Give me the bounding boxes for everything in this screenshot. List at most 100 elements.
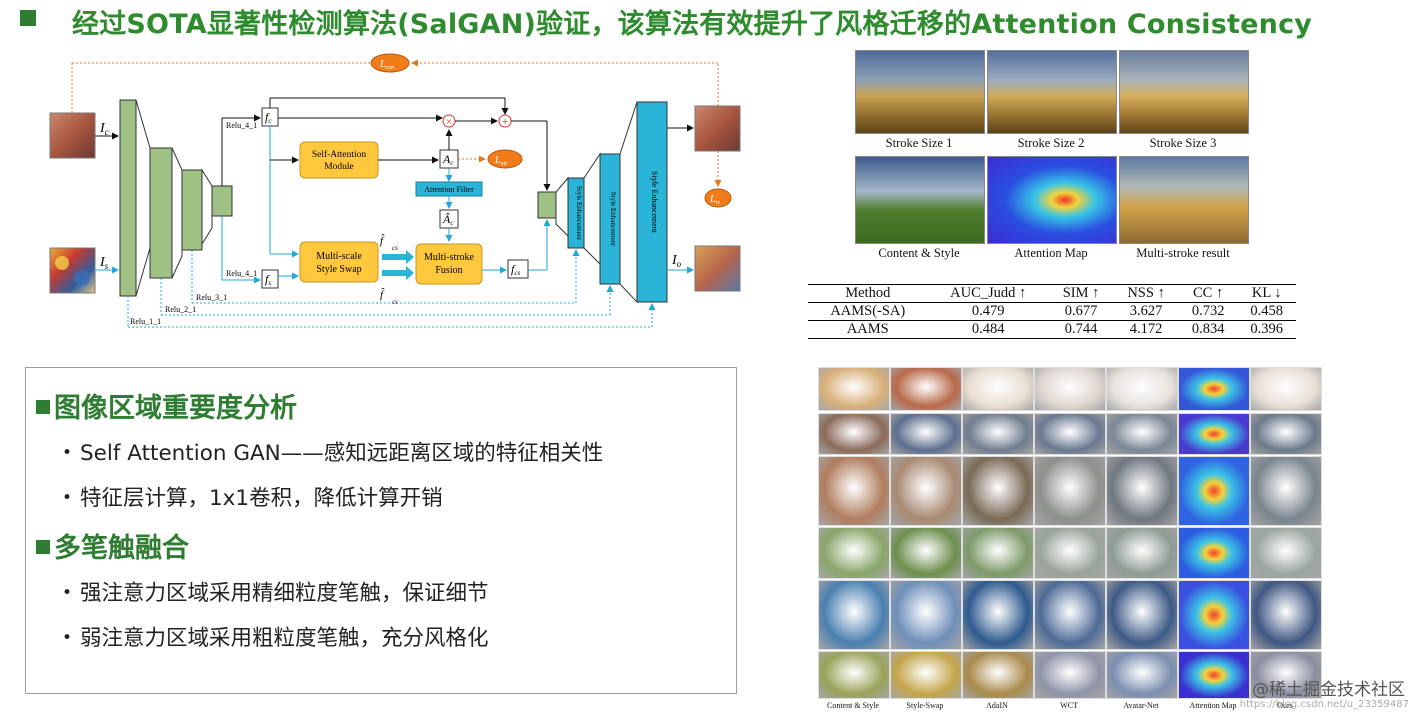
cell-value: 0.732: [1191, 303, 1225, 319]
bullet-dot-icon: •: [62, 443, 73, 463]
comparison-cell: [1106, 413, 1178, 455]
comparison-cell: [1034, 527, 1106, 579]
svg-text:Multi-stroke: Multi-stroke: [424, 252, 475, 263]
svg-text:Ltv: Ltv: [709, 194, 720, 206]
comparison-cell: [890, 580, 962, 650]
notes-box: 图像区域重要度分析 •Self Attention GAN——感知远距离区域的特…: [25, 367, 737, 694]
multi-stroke-result-image: [1119, 156, 1249, 244]
io-label: Io: [671, 253, 682, 269]
comparison-cell: [890, 367, 962, 411]
comparison-cell: [1250, 456, 1322, 526]
svg-text:Attention Filter: Attention Filter: [424, 185, 474, 194]
page-title: 经过SOTA显著性检测算法(SalGAN)验证，该算法有效提升了风格迁移的Att…: [72, 9, 1313, 40]
loss-att: [487, 149, 523, 169]
bullet-dot-icon: •: [62, 488, 73, 508]
svg-text:Latt: Latt: [494, 155, 507, 167]
comparison-cell: [818, 367, 890, 411]
source-url: https://blog.csdn.net/u_23359487: [1239, 699, 1409, 710]
cell-value: 0.677: [1064, 303, 1098, 319]
column-caption: Attention Map: [1189, 701, 1237, 710]
column-caption: WCT: [1060, 701, 1078, 710]
section-heading-region-importance: 图像区域重要度分析: [36, 386, 297, 425]
cell-value: 4.172: [1129, 321, 1163, 337]
loss-con: [370, 53, 410, 73]
decoder: [537, 101, 668, 304]
style-enhancement-label-2: Style Enhancement: [609, 192, 617, 246]
cell-value: 0.479: [971, 303, 1005, 319]
fcs-swap-bottom: f̂: [380, 288, 385, 301]
comparison-cell: [1250, 527, 1322, 579]
comparison-cell: [818, 651, 890, 699]
output-image: [694, 245, 741, 292]
column-caption: Avatar-Net: [1123, 701, 1159, 710]
relu-1-1: Relu_1_1: [130, 317, 161, 326]
header-cc: CC ↑: [1193, 285, 1224, 301]
svg-text:cs: cs: [392, 298, 398, 306]
comparison-cell: [1106, 456, 1178, 526]
comparison-cell: [1106, 527, 1178, 579]
relu-4-1-bottom: Relu_4_1: [226, 269, 257, 278]
stroke-size-1-image: [855, 50, 985, 134]
bullet-item: •特征层计算，1x1卷积，降低计算开销: [62, 486, 443, 511]
header-kl: KL ↓: [1251, 285, 1282, 301]
cell-value: 0.744: [1064, 321, 1098, 337]
comparison-cell: [1106, 367, 1178, 411]
svg-text:Self-Attention: Self-Attention: [312, 149, 367, 160]
comparison-cell: [1178, 367, 1250, 411]
encoder: [119, 99, 233, 297]
architecture-diagram: Ic Is Style Enhancement Style Enhancemen…: [49, 53, 741, 328]
svg-text:cs: cs: [392, 244, 398, 252]
comparison-cell: [890, 413, 962, 455]
bullet-item: •弱注意力区域采用粗粒度笔触，充分风格化: [62, 626, 489, 651]
svg-text:Module: Module: [324, 162, 354, 172]
bullet-item: •Self Attention GAN——感知远距离区域的特征相关性: [62, 441, 604, 466]
svg-text:×: ×: [446, 116, 452, 128]
comparison-cell: [962, 527, 1034, 579]
comparison-cell: [1250, 580, 1322, 650]
table-header-row: Method AUC_Judd ↑ SIM ↑ NSS ↑ CC ↑ KL ↓: [808, 284, 1296, 303]
comparison-cell: [890, 456, 962, 526]
attention-map-image: [987, 156, 1117, 244]
comparison-cell: [1178, 580, 1250, 650]
title-bullet-square: [20, 10, 36, 26]
stroke-size-1-caption: Stroke Size 1: [885, 136, 953, 150]
reconstruction-image: [694, 105, 741, 152]
comparison-cell: [818, 413, 890, 455]
section-heading-multi-stroke: 多笔触融合: [36, 526, 189, 565]
content-style-image: [855, 156, 985, 244]
content-image: [49, 112, 96, 159]
comparison-cell: [962, 580, 1034, 650]
comparison-cell: [1250, 413, 1322, 455]
multi-stroke-fusion: [415, 243, 483, 285]
stroke-size-3-image: [1119, 50, 1249, 134]
comparison-cell: [1250, 651, 1322, 699]
cell-value: 0.396: [1250, 321, 1284, 337]
column-caption: Content & Style: [827, 701, 879, 710]
cell-value: 0.484: [971, 321, 1005, 337]
relu-2-1: Relu_2_1: [165, 305, 196, 314]
comparison-cell: [962, 651, 1034, 699]
cell-value: 0.458: [1250, 303, 1284, 319]
svg-text:fc: fc: [265, 110, 272, 125]
svg-text:Multi-scale: Multi-scale: [316, 251, 362, 262]
ic-label: Ic: [99, 121, 109, 137]
comparison-cell: [1034, 413, 1106, 455]
fcs-swap-top: f̂: [380, 234, 385, 247]
comparison-cell: [1106, 580, 1178, 650]
attention-map-caption: Attention Map: [1014, 246, 1088, 260]
multi-scale-style-swap: [299, 241, 379, 283]
comparison-cell: [818, 456, 890, 526]
cell-method: AAMS(-SA): [830, 303, 906, 319]
cell-value: 0.834: [1191, 321, 1225, 337]
svg-text:Fusion: Fusion: [435, 265, 462, 276]
svg-text:Ac: Ac: [442, 152, 454, 167]
stroke-size-3-caption: Stroke Size 3: [1149, 136, 1217, 150]
comparison-cell: [1178, 527, 1250, 579]
multi-stroke-result-caption: Multi-stroke result: [1136, 246, 1230, 260]
comparison-cell: [1178, 651, 1250, 699]
comparison-cell: [962, 413, 1034, 455]
stroke-size-2-caption: Stroke Size 2: [1017, 136, 1085, 150]
fs-box: [261, 269, 279, 289]
comparison-cell: [1106, 651, 1178, 699]
comparison-cell: [1034, 367, 1106, 411]
